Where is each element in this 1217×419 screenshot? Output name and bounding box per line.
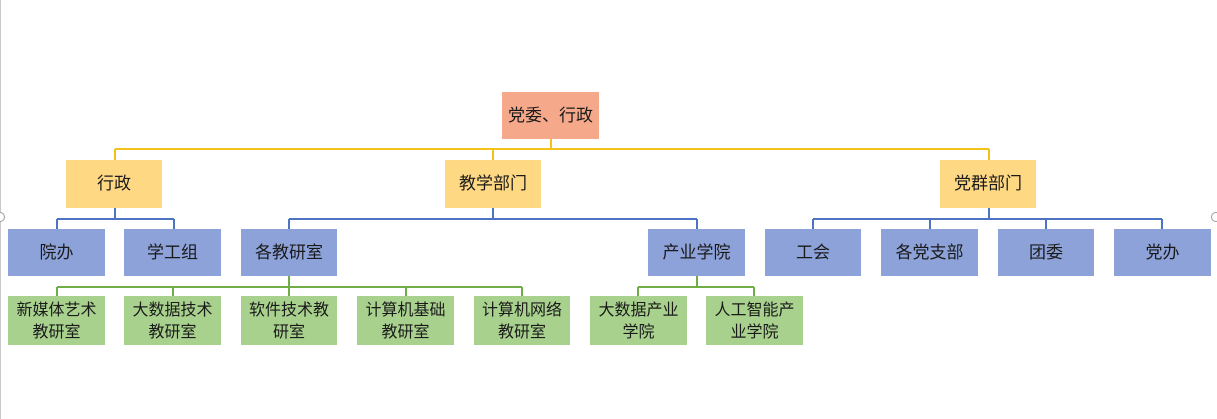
connector-industry xyxy=(637,276,755,296)
node-union[interactable]: 工会 xyxy=(765,229,861,276)
node-label: 大数据产业 学院 xyxy=(598,299,679,341)
node-label: 新媒体艺术 教研室 xyxy=(16,299,97,341)
node-label: 各教研室 xyxy=(255,242,323,263)
right-resize-handle[interactable] xyxy=(1211,212,1217,222)
node-party-branches[interactable]: 各党支部 xyxy=(881,229,978,276)
node-root-label: 党委、行政 xyxy=(508,105,593,126)
node-label: 人工智能产 业学院 xyxy=(714,299,795,341)
node-label: 软件技术教 研室 xyxy=(248,299,329,341)
connector-admin xyxy=(56,208,175,229)
node-network-office[interactable]: 计算机网络 教研室 xyxy=(474,296,570,345)
node-label: 产业学院 xyxy=(662,242,731,263)
node-label: 大数据技术 教研室 xyxy=(132,299,213,341)
node-youth-league[interactable]: 团委 xyxy=(998,229,1094,276)
connector-party xyxy=(812,208,1163,229)
node-label: 工会 xyxy=(796,242,830,263)
node-party[interactable]: 党群部门 xyxy=(940,160,1036,208)
connector-root xyxy=(114,139,990,160)
node-student-affairs[interactable]: 学工组 xyxy=(124,229,221,276)
node-industry-college[interactable]: 产业学院 xyxy=(648,229,745,276)
node-ai-college[interactable]: 人工智能产 业学院 xyxy=(706,296,803,345)
node-label: 计算机基础 教研室 xyxy=(365,299,446,341)
node-root[interactable]: 党委、行政 xyxy=(502,92,599,139)
node-teaching-label: 教学部门 xyxy=(459,174,527,194)
node-computer-basics-office[interactable]: 计算机基础 教研室 xyxy=(357,296,454,345)
node-teaching[interactable]: 教学部门 xyxy=(445,160,541,208)
page-left-edge xyxy=(0,0,1,419)
node-admin[interactable]: 行政 xyxy=(66,160,162,208)
node-label: 学工组 xyxy=(147,242,198,263)
connector-research xyxy=(56,276,523,296)
node-big-data-office[interactable]: 大数据技术 教研室 xyxy=(124,296,221,345)
node-admin-label: 行政 xyxy=(97,174,131,194)
node-software-office[interactable]: 软件技术教 研室 xyxy=(241,296,337,345)
node-label: 院办 xyxy=(39,242,74,263)
node-big-data-college[interactable]: 大数据产业 学院 xyxy=(590,296,687,345)
node-party-office[interactable]: 党办 xyxy=(1114,229,1211,276)
node-party-label: 党群部门 xyxy=(954,174,1022,194)
connector-teaching xyxy=(288,208,698,229)
node-label: 各党支部 xyxy=(895,242,964,263)
node-label: 党办 xyxy=(1145,242,1180,263)
node-label: 团委 xyxy=(1029,242,1063,263)
node-new-media-office[interactable]: 新媒体艺术 教研室 xyxy=(8,296,105,345)
node-president-office[interactable]: 院办 xyxy=(8,229,105,276)
node-research-offices[interactable]: 各教研室 xyxy=(241,229,337,276)
node-label: 计算机网络 教研室 xyxy=(481,299,562,341)
